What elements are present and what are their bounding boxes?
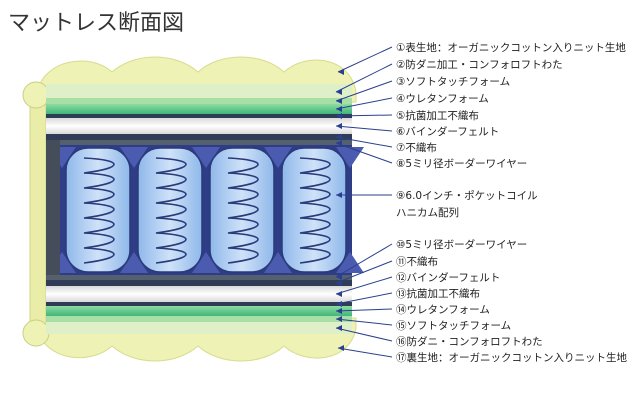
leader-line [335, 292, 393, 305]
coil-spring [155, 157, 187, 264]
bottom-layer-label: ⑮ソフトタッチフォーム [396, 320, 511, 332]
leader-line [335, 243, 393, 278]
border-wrap [29, 91, 47, 333]
leader-arrowhead [338, 69, 344, 75]
pocket-coil [65, 147, 131, 273]
leader-arrowhead [338, 345, 344, 351]
coil-spring [227, 157, 259, 264]
bottom-binder-felt [46, 286, 352, 302]
pocket-coil [209, 147, 275, 273]
leader-arrowhead [336, 123, 342, 129]
leader-line [335, 308, 393, 312]
bottom-layer-label: ⑬抗菌加工不織布 [396, 287, 480, 300]
leader-arrowhead [336, 140, 342, 146]
top-layer-labels: ①表生地：オーガニックコットン入りニット生地 ②防ダニ加工・コンフォロフトわた ③ソ… [396, 41, 626, 170]
leader-line [335, 80, 393, 102]
coil-pocket [65, 147, 131, 273]
coil-spring [83, 157, 115, 264]
leader-arrowhead [336, 106, 342, 112]
top-binder-felt [46, 118, 352, 134]
leader-arrowhead [336, 113, 342, 119]
honeycomb-gaps [48, 147, 364, 273]
bottom-corner-bead [22, 319, 50, 347]
bottom-layer-label: ⑰裏生地：オーガニックコットン入りニット生地 [396, 351, 627, 364]
honeycomb-triangle [192, 252, 220, 273]
top-corner-bead [22, 81, 50, 109]
leader-line [335, 318, 393, 326]
leader-arrowhead [336, 89, 342, 95]
leader-arrowhead [336, 192, 342, 198]
leader-arrowhead [336, 308, 342, 314]
leader-line [337, 347, 393, 358]
top-soft-foam [46, 98, 352, 104]
top-layer-label: ①表生地：オーガニックコットン入りニット生地 [396, 41, 626, 54]
bottom-layer-label: ⑯防ダニ・コンフォロフトわた [396, 335, 543, 348]
coil-pocket [137, 147, 203, 273]
top-layer-label: ⑤抗菌加工不織布 [396, 109, 479, 122]
coil-spring [299, 157, 331, 264]
top-layer-label: ⑧5ミリ径ボーダーワイヤー [396, 157, 527, 170]
top-layer-label: ②防ダニ加工・コンフォロフトわた [396, 58, 563, 71]
bottom-comfort-wadding [46, 322, 352, 334]
top-layer-label: ⑦不織布 [396, 141, 437, 154]
bottom-layer-label: ⑩5ミリ径ボーダーワイヤー [396, 238, 527, 251]
honeycomb-triangle [336, 147, 364, 168]
leader-arrowhead [336, 301, 342, 307]
leader-lines [335, 46, 393, 358]
leader-line [335, 327, 393, 342]
top-comfort-wadding [46, 84, 352, 98]
leader-line [335, 63, 393, 93]
bottom-nonwoven [46, 280, 352, 286]
bottom-soft-foam [46, 316, 352, 322]
leader-line [335, 125, 393, 132]
honeycomb-triangle [192, 147, 220, 168]
top-border-wire [46, 140, 352, 145]
top-urethane-foam [46, 104, 352, 114]
bottom-border-wire [46, 275, 352, 280]
leader-arrowhead [336, 325, 342, 331]
honeycomb-triangle [120, 147, 148, 168]
leader-arrowhead [336, 316, 342, 322]
pocket-coil [281, 147, 347, 273]
diagram-title: マットレス断面図 [8, 11, 184, 36]
honeycomb-triangle [264, 147, 292, 168]
top-layer-label: ④ウレタンフォーム [396, 93, 489, 105]
top-nonwoven [46, 134, 352, 140]
pocket-coil [137, 147, 203, 273]
top-antibacterial-nonwoven [46, 114, 352, 118]
coil-pocket [209, 147, 275, 273]
bottom-layer-label: ⑭ウレタンフォーム [396, 304, 490, 316]
leader-line [335, 136, 393, 148]
bottom-layer-labels: ⑩5ミリ径ボーダーワイヤー ⑪不織布 ⑫バインダーフェルト ⑬抗菌加工不織布 ⑭ウレタン… [396, 238, 627, 364]
pocket-coil-label: ⑨6.0インチ・ポケットコイル [396, 190, 538, 202]
left-side-panel [46, 140, 60, 280]
honeycomb-arrangement-label: ハニカム配列 [396, 206, 459, 219]
leader-arrowhead [336, 280, 342, 286]
leader-line [335, 142, 393, 164]
leader-line [337, 46, 393, 73]
leader-arrowhead [336, 274, 342, 280]
leader-line [335, 97, 393, 110]
pocket-coils [65, 147, 347, 273]
coil-pocket [281, 147, 347, 273]
honeycomb-triangle [336, 252, 364, 273]
bottom-layer-label: ⑫バインダーフェルト [396, 271, 500, 284]
bottom-antibacterial-nonwoven [46, 302, 352, 306]
leader-arrowhead [336, 291, 342, 297]
leader-arrowhead [336, 134, 342, 140]
top-layer-label: ⑥バインダーフェルト [396, 125, 499, 138]
bottom-layer-label: ⑪不織布 [396, 255, 438, 268]
honeycomb-triangle [120, 252, 148, 273]
honeycomb-triangle [264, 252, 292, 273]
bottom-urethane-foam [46, 306, 352, 316]
leader-line [335, 260, 393, 284]
leader-line [335, 276, 393, 295]
leader-line [335, 114, 393, 117]
leader-arrowhead [336, 98, 342, 104]
top-layer-label: ③ソフトタッチフォーム [396, 76, 510, 88]
